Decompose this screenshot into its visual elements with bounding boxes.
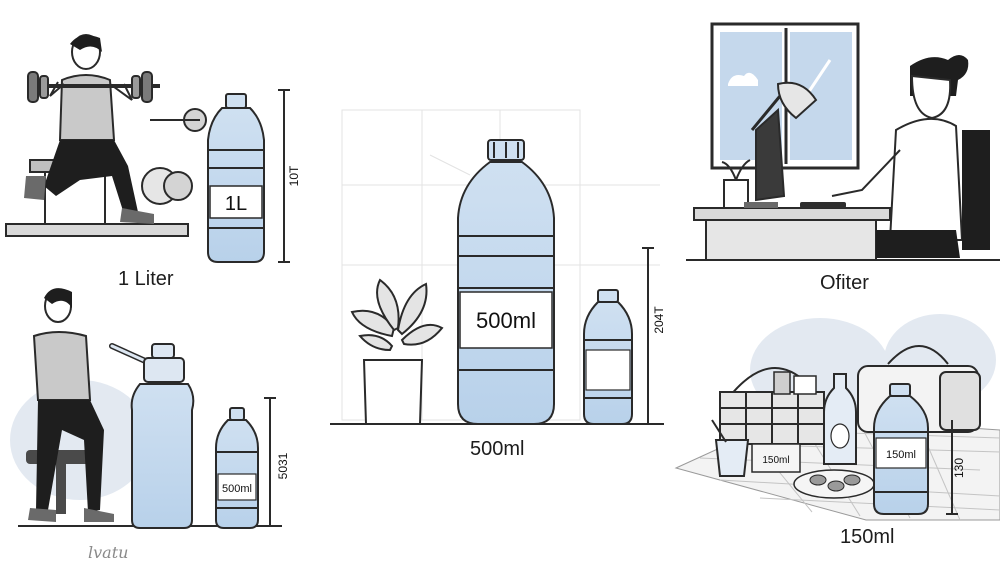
scale-label-step: 5031 — [276, 452, 290, 479]
gym-person-legs — [44, 140, 138, 214]
caption-office: Ofiter — [820, 272, 869, 294]
office-scene — [686, 22, 1000, 261]
bottle-500ml-step — [215, 407, 259, 529]
bottle-150ml — [873, 383, 929, 515]
office-chair — [962, 130, 990, 250]
bottle-500ml-large — [457, 139, 555, 425]
scale-label-center: 204T — [652, 306, 666, 334]
bottle-label-1l: 1L — [225, 193, 247, 215]
snack-box — [751, 443, 801, 473]
monitor — [755, 107, 786, 202]
gym-floor-rack — [5, 223, 189, 237]
gym-person-torso — [58, 74, 116, 141]
bottle-label-500ml-large: 500ml — [476, 308, 536, 333]
scale-label-picnic: 130 — [952, 458, 966, 478]
caption-center: 500ml — [470, 438, 525, 460]
sport-bottle — [109, 343, 195, 529]
cup — [714, 439, 750, 477]
snack-box-label: 150ml — [762, 455, 789, 466]
scale-label-gym: 10T — [287, 165, 301, 186]
center-scene — [330, 109, 664, 425]
office-person-head — [910, 74, 952, 120]
office-person-torso — [888, 117, 964, 241]
bottle-label-500ml-step: 500ml — [222, 483, 252, 495]
gym-scene — [5, 34, 290, 263]
scribble-signature: lvatu — [88, 543, 128, 562]
step-scene — [10, 288, 282, 529]
bottle-small-center — [583, 289, 633, 425]
bottle-1l — [207, 93, 265, 263]
picnic-basket — [719, 367, 825, 445]
bottle-label-150ml: 150ml — [886, 449, 916, 461]
caption-gym: 1 Liter — [118, 268, 174, 290]
office-desk — [693, 207, 891, 221]
picnic-scene — [674, 314, 1000, 521]
potted-plant — [350, 278, 444, 425]
desk-lamp — [776, 81, 818, 120]
caption-picnic: 150ml — [840, 526, 895, 548]
